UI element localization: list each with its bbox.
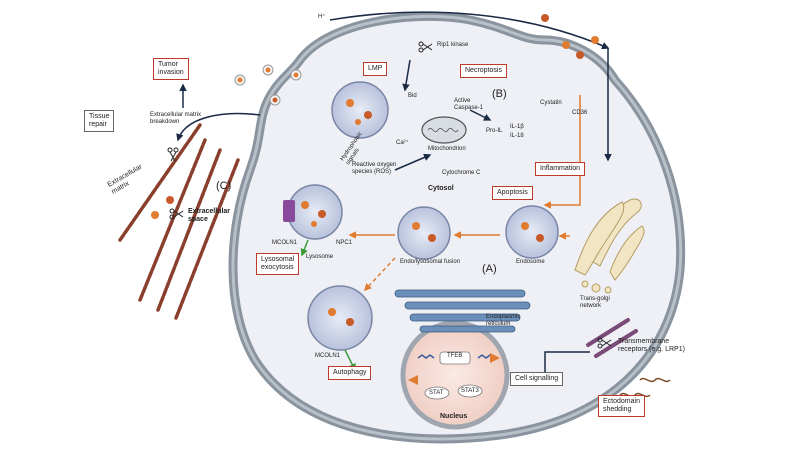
arrows	[176, 11, 612, 171]
er-label: Endoplasmic reticulum	[486, 314, 521, 327]
lysosomal-exocytosis-box: Lysosomal exocytosis	[256, 253, 300, 276]
cystatin-label: Cystatin	[540, 100, 562, 106]
ca-label: Ca²⁺	[396, 140, 409, 146]
tfeb-label: TFEB	[447, 353, 463, 359]
transmembrane-label: Transmembrane receptors (e.g. LRP1)	[618, 338, 685, 354]
necroptosis-box: Necroptosis	[460, 64, 507, 79]
tumor-invasion-box: Tumor invasion	[153, 58, 189, 81]
ectodomain-shedding-box: Ectodomain shedding	[598, 395, 645, 418]
apoptosis-box: Apoptosis	[492, 186, 533, 201]
cytosol-label: Cytosol	[428, 185, 454, 192]
mitochondrion-label: Mitochondrion	[428, 146, 466, 152]
autophagy-box: Autophagy	[328, 366, 372, 381]
trans-golgi-label: Trans-golgi network	[580, 296, 610, 309]
orange-arrows	[348, 95, 581, 292]
npc1-label: NPC1	[336, 240, 353, 246]
lysosome-vesicle-exocytosis	[283, 184, 343, 240]
endosome-vesicle	[505, 205, 559, 259]
trans-golgi-network	[574, 198, 645, 294]
cell-signal-arrow	[541, 351, 590, 380]
inflammation-box: Inflammation	[535, 162, 586, 177]
autophagosome-vesicle	[307, 285, 373, 351]
endosome-label: Endosome	[516, 259, 545, 265]
mcoln1-label: MCOLN1	[272, 240, 298, 246]
section-label-c: (C)	[216, 180, 232, 192]
pro-il-label: Pro-IL	[486, 128, 503, 134]
extracellular-particles	[151, 14, 599, 219]
cd36-label: CD36	[572, 110, 588, 116]
endoplasmic-reticulum	[394, 289, 531, 333]
nucleus-label: Nucleus	[440, 413, 468, 420]
cytochrome-c-label: Cytochrome C	[442, 170, 481, 176]
rip-kinase-label: Rip1 kinase	[437, 42, 469, 48]
nucleus	[400, 320, 510, 430]
transmembrane-receptor	[586, 318, 638, 358]
mcoln1-autophagy-label: MCOLN1	[315, 353, 341, 359]
lmp-box: LMP	[363, 62, 388, 77]
tissue-repair-box: Tissue repair	[84, 110, 115, 133]
extracellular-space-label: Extracellular space	[188, 208, 231, 224]
stat-oval	[424, 386, 450, 400]
mitochondrion	[421, 116, 467, 144]
endolysosomal-fusion-label: Endo/lysosomal fusion	[400, 259, 461, 265]
il1b-label: IL-1β	[510, 124, 524, 130]
ecm-breakdown-label: Extracellular matrix breakdown	[150, 112, 202, 125]
ros-label: Reactive oxygen species (ROS)	[352, 162, 397, 175]
endolysosomal-vesicle	[397, 206, 451, 260]
cell-signalling-box: Cell signalling	[510, 372, 564, 387]
lysosome-vesicle-top	[331, 81, 389, 139]
extracellular-matrix-fibres	[118, 123, 240, 320]
hplus-label: H⁺	[318, 14, 326, 20]
stat3-label: STAT3	[461, 388, 479, 394]
stat3-oval	[457, 384, 483, 398]
tfeb-box	[439, 351, 471, 365]
bid-label: Bid	[408, 93, 417, 99]
section-label-b: (B)	[492, 88, 507, 100]
section-label-a: (A)	[482, 263, 497, 275]
lysosome-label: Lysosome	[306, 254, 334, 260]
scissors-icon	[167, 41, 612, 349]
stat-label: STAT	[429, 390, 444, 396]
il18-label: IL-18	[510, 133, 524, 139]
active-caspase-label: Active Caspase-1	[454, 98, 484, 111]
